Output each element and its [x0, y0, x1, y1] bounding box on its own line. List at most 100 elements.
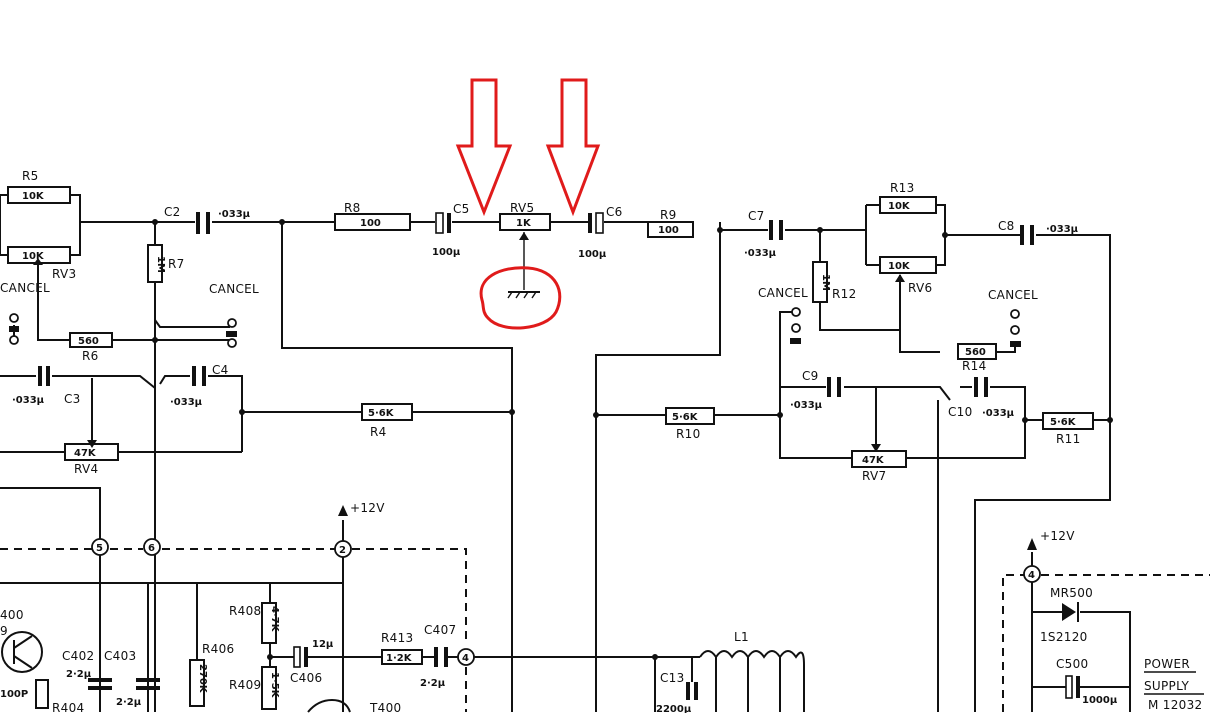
- main-wiring: [0, 194, 1111, 712]
- r10-value: 5·6K: [672, 412, 699, 423]
- pin-5-label: 5: [96, 543, 103, 554]
- resistor-rv6: [879, 256, 937, 274]
- resistor-r14: [957, 343, 997, 360]
- rv3-value: 10K: [22, 251, 45, 262]
- power-supply-block: +12V 4 MR500 1S2120 POWER SUPPLY M 12032: [1002, 529, 1210, 712]
- pin-5: [91, 538, 109, 556]
- cancel-label-left: CANCEL: [0, 281, 50, 295]
- c403-label: C403: [104, 649, 136, 663]
- resistors: 10K R5 10K RV3 1M R7 560 R6 47K RV4 5·6K…: [7, 169, 1094, 710]
- c13-value: 2200μ: [656, 704, 692, 713]
- r9-label: R9: [660, 208, 677, 222]
- r8-label: R8: [344, 201, 361, 215]
- c10-label: C10: [948, 405, 973, 419]
- r11-label: R11: [1056, 432, 1081, 446]
- r406-value: 270K: [197, 664, 208, 694]
- pin-2-label: 2: [339, 545, 346, 556]
- c3-value: ·033μ: [12, 395, 45, 406]
- r409-value: 1·5K: [269, 672, 280, 699]
- capacitor-c5: [435, 212, 444, 234]
- c402-label: C402: [62, 649, 94, 663]
- red-circle-ground: [479, 266, 562, 330]
- red-arrow-left: [455, 78, 513, 217]
- red-arrow-right: [545, 78, 601, 217]
- junction-nodes: [152, 219, 1113, 660]
- r13-label: R13: [890, 181, 915, 195]
- transistor-q400: [1, 631, 43, 673]
- pin-6: [143, 538, 161, 556]
- c407-value: 2·2μ: [420, 678, 446, 689]
- cancel-label-mid: CANCEL: [758, 286, 808, 300]
- c5-label: C5: [453, 202, 470, 216]
- rv3-label: RV3: [52, 267, 76, 281]
- c9-value: ·033μ: [790, 400, 823, 411]
- resistor-rv7: [851, 450, 907, 468]
- cancel-label-c4: CANCEL: [209, 282, 259, 296]
- r6-value: 560: [78, 336, 99, 347]
- c8-label: C8: [998, 219, 1015, 233]
- c2-label: C2: [164, 205, 181, 219]
- mr500-value: 1S2120: [1040, 630, 1088, 644]
- resistor-r7: [147, 244, 163, 283]
- resistor-r404: [35, 679, 49, 709]
- cancel-label-right: CANCEL: [988, 288, 1038, 302]
- r13-value: 10K: [888, 201, 911, 212]
- r14-value: 560: [965, 347, 986, 358]
- rv4-label: RV4: [74, 462, 98, 476]
- resistor-r11: [1042, 412, 1094, 430]
- rv4-value: 47K: [74, 448, 97, 459]
- r5-label: R5: [22, 169, 39, 183]
- resistor-r6: [69, 332, 113, 348]
- power-block-title: POWER: [1144, 657, 1190, 671]
- c406-value: 12μ: [312, 639, 334, 650]
- c13-label: C13: [660, 671, 685, 685]
- r7-label: R7: [168, 257, 185, 271]
- supply-right-label: +12V: [1040, 529, 1075, 543]
- c4-label: C4: [212, 363, 229, 377]
- l1-label: L1: [734, 630, 749, 644]
- resistor-r8: [334, 213, 411, 231]
- c9-label: C9: [802, 369, 819, 383]
- q400-label: 400: [0, 608, 24, 622]
- cancel-switches: CANCEL CANCEL CANCEL CANCEL: [0, 281, 1038, 348]
- supply-left-label: +12V: [350, 501, 385, 515]
- r9-value: 100: [658, 225, 679, 236]
- rv7-value: 47K: [862, 455, 885, 466]
- pin-6-label: 6: [148, 543, 155, 554]
- r408-value: 4·7K: [269, 606, 280, 633]
- t400-label: T400: [369, 701, 401, 713]
- c6-value: 100μ: [578, 249, 607, 260]
- lower-circuit: +12V L1 5 6 2 4 400 9 100P R404 T400: [0, 501, 805, 713]
- capacitor-c406: [293, 646, 301, 668]
- r4-value: 5·6K: [368, 408, 395, 419]
- power-block-title-2: SUPPLY: [1144, 679, 1189, 693]
- r5-value: 10K: [22, 191, 45, 202]
- red-annotations: [455, 78, 601, 330]
- r4-label: R4: [370, 425, 387, 439]
- c401-value: 100P: [0, 689, 28, 700]
- r413-label: R413: [381, 631, 413, 645]
- r12-value: 1M: [820, 274, 831, 291]
- pin-4-lower-label: 4: [462, 653, 469, 664]
- c402-value: 2·2μ: [66, 669, 92, 680]
- rv6-value: 10K: [888, 261, 911, 272]
- c2-value: ·033μ: [218, 209, 251, 220]
- c406-label: C406: [290, 671, 322, 685]
- diode-mr500: [1062, 603, 1076, 621]
- r10-label: R10: [676, 427, 701, 441]
- r404-label: R404: [52, 701, 84, 713]
- c10-value: ·033μ: [982, 408, 1015, 419]
- c7-value: ·033μ: [744, 248, 777, 259]
- mr500-label: MR500: [1050, 586, 1093, 600]
- r6-label: R6: [82, 349, 99, 363]
- r12-label: R12: [832, 287, 857, 301]
- c500-label: C500: [1056, 657, 1088, 671]
- resistor-r13: [879, 196, 937, 214]
- pin-2: [334, 540, 352, 558]
- resistor-r9: [647, 221, 694, 238]
- r413-value: 1·2K: [386, 653, 413, 664]
- resistor-r12: [812, 261, 828, 303]
- r14-label: R14: [962, 359, 987, 373]
- power-block-code: M 12032: [1148, 698, 1202, 712]
- pin-4-psu-label: 4: [1028, 570, 1035, 581]
